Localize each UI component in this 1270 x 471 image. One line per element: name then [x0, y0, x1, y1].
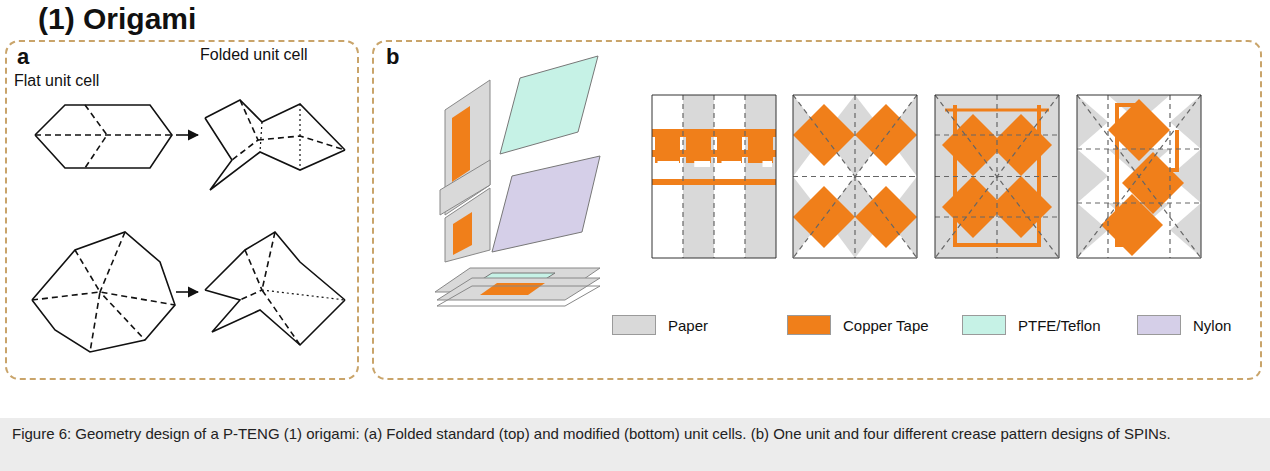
legend-swatch — [1137, 315, 1181, 335]
fold-arrow — [176, 291, 198, 293]
pattern-frame — [652, 95, 776, 258]
crease-line — [205, 100, 345, 150]
crease-pattern — [793, 95, 917, 258]
crease-line — [1077, 202, 1201, 203]
crease-line — [262, 290, 345, 300]
gap — [694, 161, 710, 167]
fold-arrow — [176, 134, 198, 136]
panel-letter: a — [17, 44, 29, 70]
crease-line — [100, 232, 145, 340]
crease-line — [793, 95, 917, 258]
crease-line — [1169, 95, 1170, 258]
legend-entry: Paper — [612, 315, 708, 335]
crease-line — [1077, 95, 1201, 258]
crease-line — [1077, 148, 1201, 149]
crease-line — [240, 250, 262, 300]
crease-line — [205, 232, 345, 300]
legend-swatch — [787, 315, 831, 335]
gap — [722, 161, 742, 167]
legend-label: Nylon — [1193, 317, 1231, 334]
crease-line — [793, 95, 917, 258]
crease-line — [935, 95, 1059, 258]
legend-entry: PTFE/Teflon — [962, 315, 1101, 335]
copper-tape — [453, 212, 472, 255]
paper-sheet — [437, 286, 600, 306]
panel-a: aFlat unit cell Folded unit cell — [5, 40, 359, 380]
nylon-sheet — [492, 156, 600, 252]
crease-pattern — [652, 95, 776, 258]
paper-fold — [1077, 95, 1108, 149]
copper-tape — [480, 283, 545, 295]
legend-entry: Copper Tape — [787, 315, 929, 335]
crease-line — [996, 95, 997, 258]
crease-line — [205, 290, 345, 345]
paper-sheet — [935, 95, 1059, 258]
crease-line — [32, 232, 175, 352]
crease-line — [75, 250, 100, 352]
legend-label: Copper Tape — [843, 317, 929, 334]
crease-line — [35, 134, 172, 136]
paper-fold — [1077, 149, 1108, 203]
spin-unit — [435, 56, 600, 306]
crease-line — [713, 95, 714, 258]
panel-letter: b — [386, 44, 399, 70]
copper-tape — [1108, 99, 1170, 161]
copper-tape — [452, 106, 470, 182]
crease-line — [232, 100, 258, 160]
paper-sheet — [437, 278, 600, 300]
figure-caption: Figure 6: Geometry design of a P-TENG (1… — [12, 424, 1258, 444]
pattern-frame — [1077, 95, 1201, 258]
paper-fold — [1170, 95, 1201, 149]
crease-line — [1107, 95, 1108, 258]
legend-label: PTFE/Teflon — [1018, 317, 1101, 334]
copper-tape — [793, 104, 855, 166]
legend-swatch — [962, 315, 1006, 335]
legend-entry: Nylon — [1137, 315, 1231, 335]
paper-strip — [745, 95, 776, 258]
crease-line — [205, 118, 345, 190]
copper-tape — [990, 114, 1052, 176]
crease-line — [682, 95, 683, 258]
copper-tape — [990, 176, 1052, 238]
panel-label: Flat unit cell — [14, 72, 99, 90]
crease-line — [32, 292, 175, 305]
crease-line — [744, 95, 745, 258]
paper-fold — [1077, 203, 1108, 257]
crease-line — [299, 104, 300, 170]
paper-strip — [683, 95, 714, 258]
crease-line — [1077, 95, 1201, 258]
pattern-frame — [793, 95, 917, 258]
crease-line — [935, 95, 1059, 258]
panel-label: Folded unit cell — [200, 46, 308, 64]
pattern-frame — [935, 95, 1059, 258]
crease-line — [260, 122, 262, 152]
crease-line — [35, 105, 172, 168]
crease-line — [262, 232, 300, 345]
copper-tape — [855, 104, 917, 166]
crease-line — [935, 134, 1059, 135]
gap — [658, 161, 680, 167]
ptfe-sheet — [500, 56, 598, 154]
crease-line — [85, 105, 107, 168]
paper-sheet — [445, 188, 490, 262]
figure-title: (1) Origami — [38, 2, 196, 36]
paper-fold — [1170, 203, 1201, 257]
crease-pattern — [1077, 95, 1201, 258]
crease-line — [935, 216, 1059, 217]
legend-swatch — [612, 315, 656, 335]
unit-cells — [32, 100, 345, 352]
crease-line — [935, 176, 1059, 177]
crease-pattern — [935, 95, 1059, 258]
legend-label: Paper — [668, 317, 708, 334]
gap — [763, 161, 773, 167]
crease-line — [258, 136, 345, 150]
